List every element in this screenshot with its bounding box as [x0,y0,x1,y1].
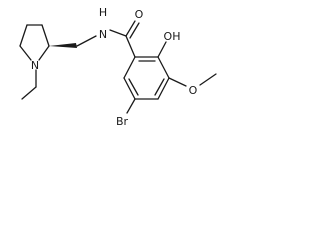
bond-ring-c3-c4 [157,77,170,100]
atom-label-ring-n: N [31,59,39,72]
bond-ring-n-left [19,45,32,61]
atom-label-carbonyl-o: O [135,8,144,21]
bond-ring-inner-2 [154,78,165,96]
bond-ethyl-ch3 [21,86,37,100]
bond-ch2-nh [76,35,97,47]
bond-ring-right [41,24,50,47]
bond-methoxy-ch3 [199,73,217,86]
atom-label-amide-n: N [99,28,107,41]
bond-carbonyl-double-1 [125,20,136,37]
atom-label-amide-h: H [99,6,107,19]
bond-ring-left [19,24,28,47]
bond-ring-c6-c1 [123,56,136,79]
structure-diagram: N H N O OH O Br [19,6,217,128]
bond-ring-c2-c3 [157,56,170,79]
benzene-ring [123,56,170,100]
bond-ring-methoxy-o [168,77,187,87]
ethyl-group [21,69,37,100]
atom-label-methoxy-o: O [189,84,198,97]
atom-label-bromine: Br [116,115,129,128]
bond-ring-oh [157,41,167,58]
atom-label-hydroxyl: OH [164,30,181,43]
bond-carbonyl-double-2 [129,22,140,39]
bond-carbonyl-ring [125,35,136,58]
bond-ring-br [126,98,136,114]
pyrrolidine-ring [19,24,50,61]
bond-ring-inner-3 [128,78,139,96]
bond-ring-c5-c6 [123,77,136,100]
bond-nh-carbonyl [109,29,127,37]
bond-ring-n-right [38,45,50,61]
stereo-wedge-bond [49,43,77,48]
